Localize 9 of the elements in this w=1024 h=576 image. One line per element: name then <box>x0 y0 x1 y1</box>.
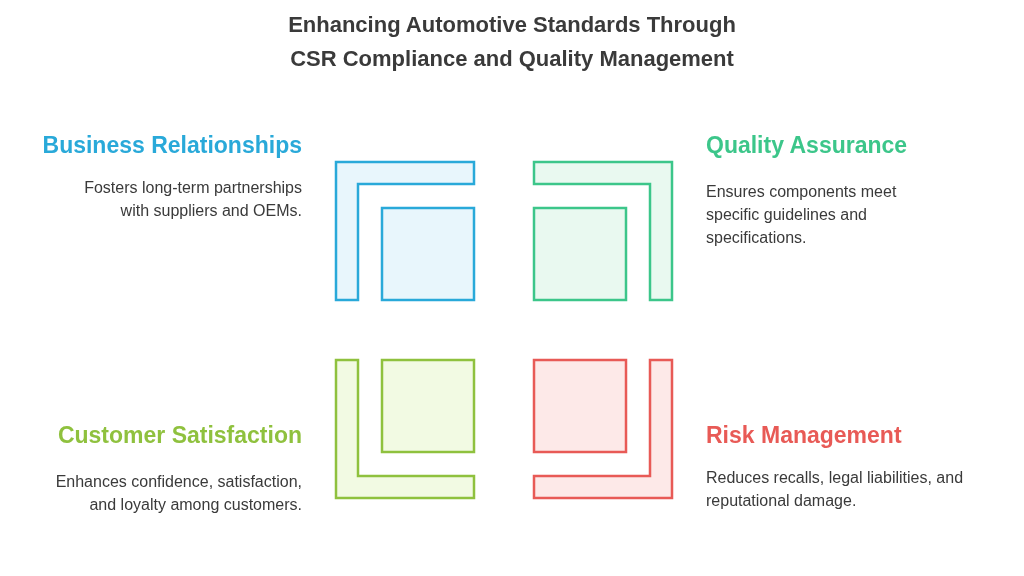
quadrant-description: Enhances confidence, satisfaction, and loyalty among customers. <box>54 472 302 515</box>
quadrant-heading: Customer Satisfaction <box>57 422 302 449</box>
quadrant-description: Fosters long-term partnerships with suppliers and OEMs. <box>83 178 302 221</box>
quadrant-description: Reduces recalls, legal liabilities, and reputational damage. <box>706 468 965 511</box>
quadrant-heading: Risk Management <box>706 422 902 449</box>
quadrant-description: Ensures components meet specific guidelines and specifications. <box>706 182 898 248</box>
quadrant-heading: Business Relationships <box>42 132 302 159</box>
quadrant-heading: Quality Assurance <box>706 132 908 159</box>
diagram-title: Enhancing Automotive Standards Through CSR Compliance and Quality Management <box>287 11 737 73</box>
